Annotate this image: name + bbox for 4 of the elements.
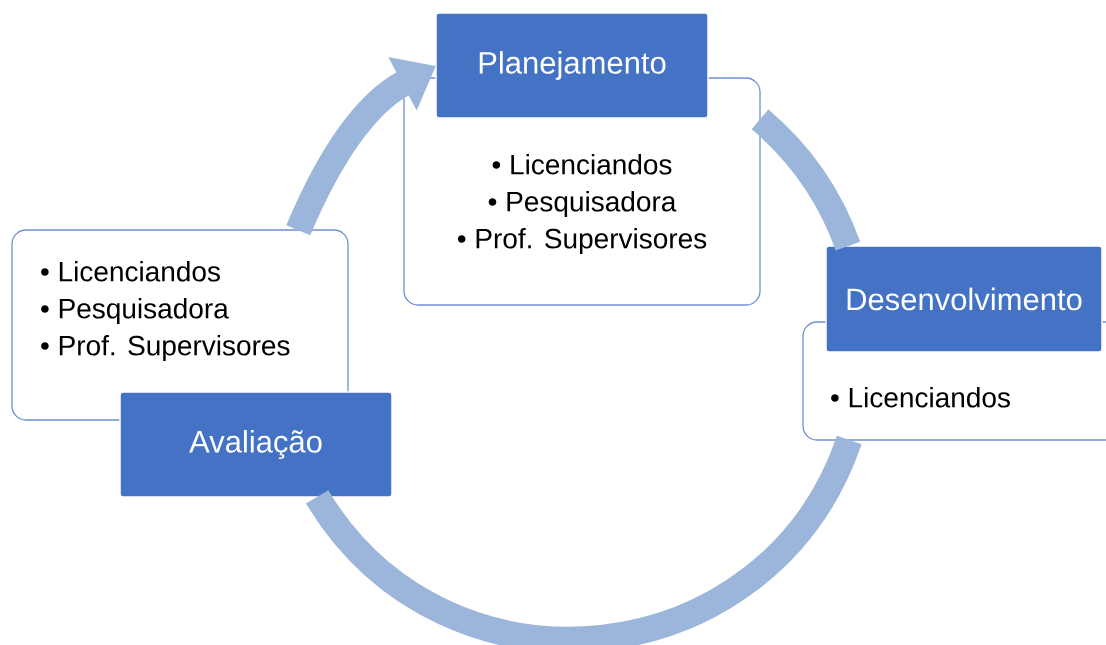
heading-box: Avaliação	[119, 391, 393, 498]
list-box: • Licenciandos • Pesquisadora • Prof. Supervisores	[11, 229, 349, 421]
heading-box: Desenvolvimento	[825, 245, 1103, 353]
heading-box: Planejamento	[435, 12, 709, 119]
